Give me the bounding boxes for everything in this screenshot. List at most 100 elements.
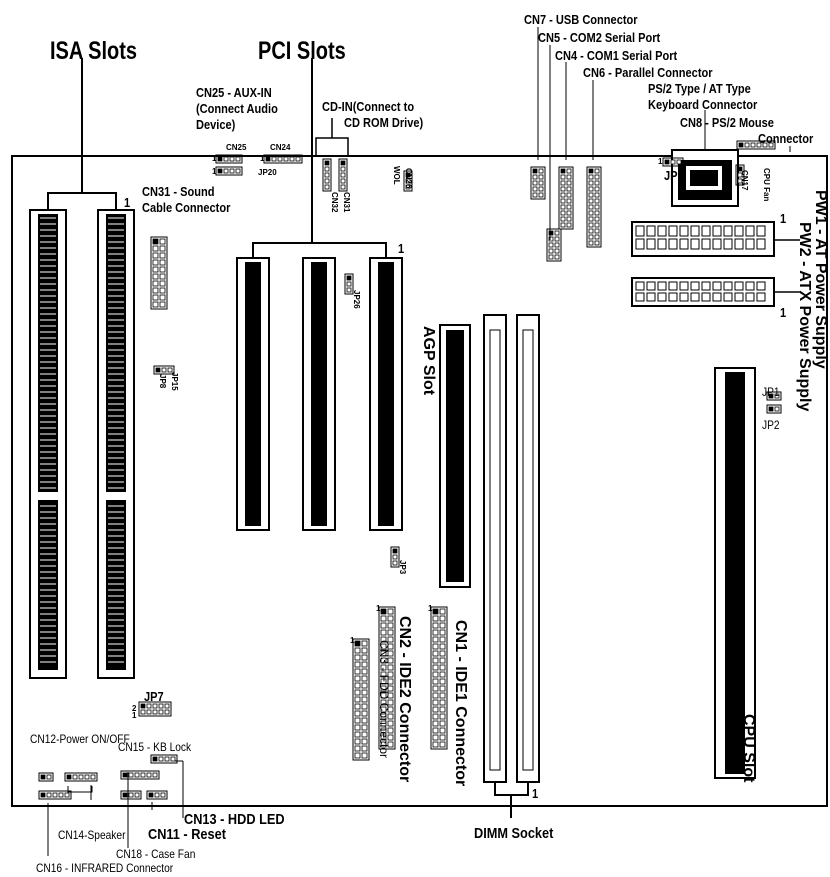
cn6-label: CN6 - Parallel Connector: [583, 65, 713, 80]
cn26-label: CN26: [404, 168, 413, 189]
cn15-label: CN15 - KB Lock: [118, 740, 192, 754]
jp9-header: [662, 157, 684, 167]
pci-pin1: 1: [398, 241, 405, 256]
cn31-header: [338, 158, 348, 192]
cn12-header: [38, 772, 54, 782]
cn25-pin1: 1: [212, 154, 217, 163]
pw1-pin1: 1: [780, 211, 787, 226]
pw2-pin1: 1: [780, 305, 787, 320]
jp15-label: JP15: [170, 372, 179, 391]
cpu-slot-label: CPU Slot: [740, 714, 824, 782]
cn31-sound-header: [150, 236, 168, 310]
cn13-header: [150, 754, 178, 764]
cdin-label-1: CD-IN(Connect to: [322, 99, 415, 114]
cn25-label-3: Device): [196, 117, 236, 132]
cn14-label: CN14-Speaker: [58, 828, 126, 842]
cn13-label: CN13 - HDD LED: [184, 811, 285, 828]
jp7-pin2: 2: [132, 704, 137, 713]
cn25-header: [215, 154, 243, 164]
isa-slots-title: ISA Slots: [50, 37, 138, 65]
cn26-header: [403, 170, 413, 192]
cn3-pin1: 1: [350, 636, 355, 645]
cn25-small-label: CN25: [226, 143, 247, 152]
cn16-label: CN16 - INFRARED Connector: [36, 861, 174, 875]
isa-pin1: 1: [124, 195, 131, 210]
cn32-header: [322, 158, 332, 192]
dimm-label: DIMM Socket: [474, 825, 554, 842]
cn32-label: CN32: [330, 192, 339, 213]
cn12-label: CN12-Power ON/OFF: [30, 732, 130, 746]
jp7-header: [138, 701, 172, 717]
cn5-label: CN5 - COM2 Serial Port: [538, 30, 661, 45]
board-outline: [11, 155, 828, 807]
jp8-label: JP8: [158, 374, 167, 389]
pw2-label: PW2 - ATX Power Supply: [796, 222, 813, 412]
jp26-label: JP26: [352, 290, 361, 309]
cpufan-label: CPU Fan: [762, 168, 771, 202]
cn31-label-1: CN31 - Sound: [142, 184, 215, 199]
cn8-label-2: Connector: [758, 131, 814, 146]
pw2-connector: [631, 277, 800, 307]
pw1-label: PW1 - AT Power Supply: [812, 190, 829, 369]
cn17-label: CN17: [740, 170, 749, 191]
cn17-header: [735, 164, 745, 186]
cn2-label: CN2 - IDE2 Connector: [396, 616, 413, 783]
cn1-pin1: 1: [428, 604, 433, 613]
jp3-label: JP3: [398, 560, 407, 575]
jp20-pin1: 1: [212, 167, 217, 176]
cn24-small-label: CN24: [270, 143, 291, 152]
cn4-label: CN4 - COM1 Serial Port: [555, 48, 678, 63]
jp9-pin1: 1: [658, 157, 663, 166]
cn11-header: [146, 790, 168, 800]
pci-slots: [236, 58, 403, 531]
jp7-label: JP7: [144, 689, 164, 704]
dimm-pin1: 1: [532, 786, 539, 801]
jp2-label: JP2: [762, 418, 780, 432]
agp-label: AGP Slot: [420, 326, 437, 396]
cn18-header: [120, 790, 142, 800]
cpu-slot-text: CPU Slot: [740, 714, 757, 783]
cn3-label: CN3 - FDD Connector: [377, 640, 391, 759]
cn3-fdd-connector: [352, 638, 370, 761]
cn2-ide2-connector: [378, 606, 396, 750]
cn24-pin1: 1: [260, 154, 265, 163]
cn7-label: CN7 - USB Connector: [524, 12, 638, 27]
cn2-pin1: 1: [376, 604, 381, 613]
cn14-header: [64, 772, 98, 782]
cn16-header: [38, 790, 72, 800]
cn31-label-2: Cable Connector: [142, 200, 231, 215]
cn25-label-2: (Connect Audio: [196, 101, 278, 116]
ps2-kb-label-1: PS/2 Type / AT Type: [648, 81, 751, 96]
cn25-label-1: CN25 - AUX-IN: [196, 85, 272, 100]
cn31-small-label: CN31: [342, 192, 351, 213]
jp3-header: [390, 546, 400, 568]
ps2-kb-label-2: Keyboard Connector: [648, 97, 758, 112]
jp1-header: [766, 391, 782, 401]
jp7-pin1: 1: [132, 711, 137, 720]
dimm-sockets: [483, 314, 540, 818]
jp20-label: JP20: [258, 168, 277, 177]
jp9-label: JP9: [664, 168, 684, 183]
cn7-usb-header: [530, 166, 546, 200]
pci-slots-title: PCI Slots: [258, 37, 346, 65]
cn15-header: [120, 770, 160, 780]
cn1-label: CN1 - IDE1 Connector: [452, 620, 469, 787]
cn8-label-1: CN8 - PS/2 Mouse: [680, 115, 774, 130]
cn1-ide1-connector: [430, 606, 448, 750]
cn5-com2-header: [546, 228, 562, 262]
isa-slots: [29, 58, 135, 679]
cn4-com1-header: [558, 166, 574, 230]
wol-label: WOL: [392, 166, 401, 185]
jp1-label: JP1: [762, 385, 780, 399]
jp26-header: [344, 273, 354, 295]
cn6-parallel-header: [586, 166, 602, 248]
jp20-header: [215, 166, 243, 176]
cn11-label: CN11 - Reset: [148, 826, 226, 843]
cn24-header: [263, 154, 303, 164]
cn18-label: CN18 - Case Fan: [116, 847, 196, 861]
cdin-label-2: CD ROM Drive): [344, 115, 424, 130]
jp15-header: [153, 365, 175, 375]
pw1-connector: [631, 221, 800, 257]
cn8-mouse-header: [736, 140, 776, 150]
